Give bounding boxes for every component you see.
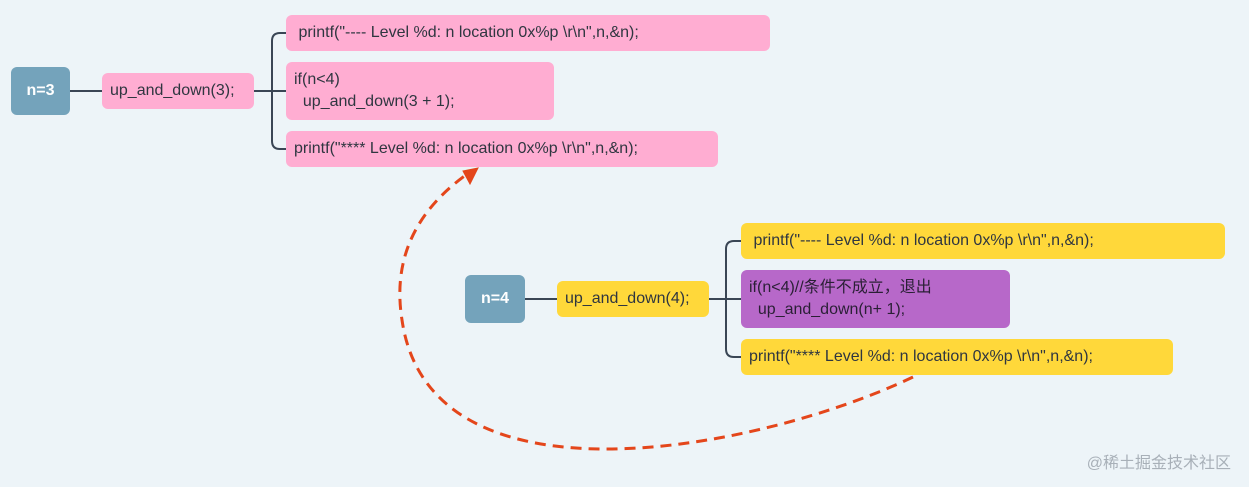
if-condition-line-1: if(n<4) <box>294 71 340 88</box>
if-condition-line-2: up_and_down(n+ 1); <box>749 301 906 318</box>
printf-after-node-level4[interactable]: printf("**** Level %d: n location 0x%p \… <box>741 339 1173 375</box>
printf-before-node-level3[interactable]: printf("---- Level %d: n location 0x%p \… <box>286 15 770 51</box>
if-condition-node-level3[interactable]: if(n<4) up_and_down(3 + 1); <box>286 62 554 120</box>
watermark: @稀土掘金技术社区 <box>1086 455 1231 472</box>
call-node-up-and-down-3[interactable]: up_and_down(3); <box>102 73 254 109</box>
root-node-n3[interactable]: n=3 <box>11 67 70 115</box>
if-condition-line-1: if(n<4)//条件不成立，退出 <box>749 279 932 296</box>
if-condition-line-2: up_and_down(3 + 1); <box>294 93 455 110</box>
connector-call3-branches <box>254 32 286 150</box>
printf-before-node-level4[interactable]: printf("---- Level %d: n location 0x%p \… <box>741 223 1225 259</box>
root-node-n4[interactable]: n=4 <box>465 275 525 323</box>
return-arrowhead <box>462 167 479 186</box>
connector-call4-branches <box>709 240 741 358</box>
printf-after-node-level3[interactable]: printf("**** Level %d: n location 0x%p \… <box>286 131 718 167</box>
call-node-up-and-down-4[interactable]: up_and_down(4); <box>557 281 709 317</box>
if-condition-node-level4[interactable]: if(n<4)//条件不成立，退出 up_and_down(n+ 1); <box>741 270 1010 328</box>
